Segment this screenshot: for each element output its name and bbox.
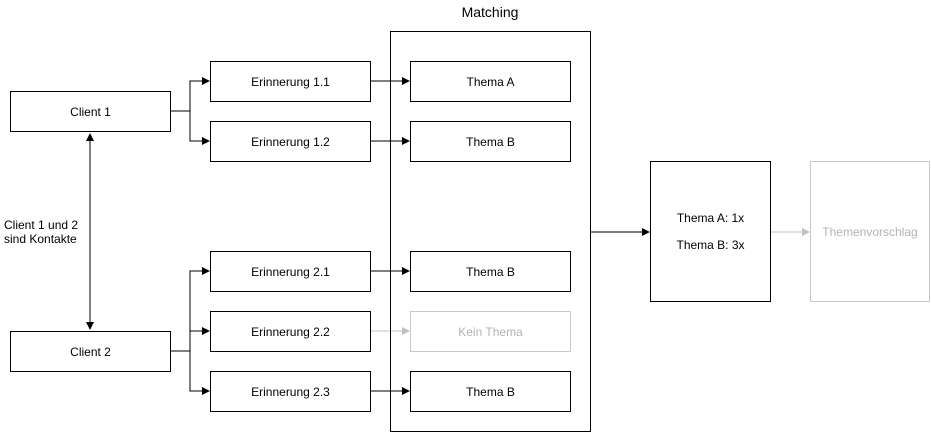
topic-1-2-node: Thema B	[410, 121, 571, 162]
memory-2-3-node: Erinnerung 2.3	[210, 371, 371, 412]
memory-1-2-node: Erinnerung 1.2	[210, 121, 371, 162]
contact-relation-label: Client 1 und 2 sind Kontakte	[0, 218, 88, 246]
edge-client1-memory11	[170, 77, 210, 112]
topic-2-1-node: Thema B	[410, 251, 571, 292]
memory-2-2-node: Erinnerung 2.2	[210, 311, 371, 352]
topic-count-summary: Thema A: 1x Thema B: 3x	[650, 161, 771, 302]
topic-suggestion-node: Themenvorschlag	[810, 161, 930, 302]
memory-2-1-node: Erinnerung 2.1	[210, 251, 371, 292]
edge-client2-memory22	[170, 327, 210, 352]
summary-line-thema-b: Thema B: 3x	[676, 238, 745, 252]
contact-relation-line2: sind Kontakte	[4, 232, 77, 246]
topic-2-3-node: Thema B	[410, 371, 571, 412]
summary-line-thema-a: Thema A: 1x	[676, 211, 745, 225]
memory-1-1-node: Erinnerung 1.1	[210, 61, 371, 102]
matching-title: Matching	[461, 4, 519, 20]
topic-1-1-node: Thema A	[410, 61, 571, 102]
edge-client2-memory23	[170, 350, 210, 395]
topic-2-2-node: Kein Thema	[410, 311, 571, 352]
contact-relation-line1: Client 1 und 2	[4, 218, 79, 232]
client-1-node: Client 1	[10, 91, 171, 132]
client-2-node: Client 2	[10, 331, 171, 372]
edge-client1-memory12	[170, 110, 210, 145]
